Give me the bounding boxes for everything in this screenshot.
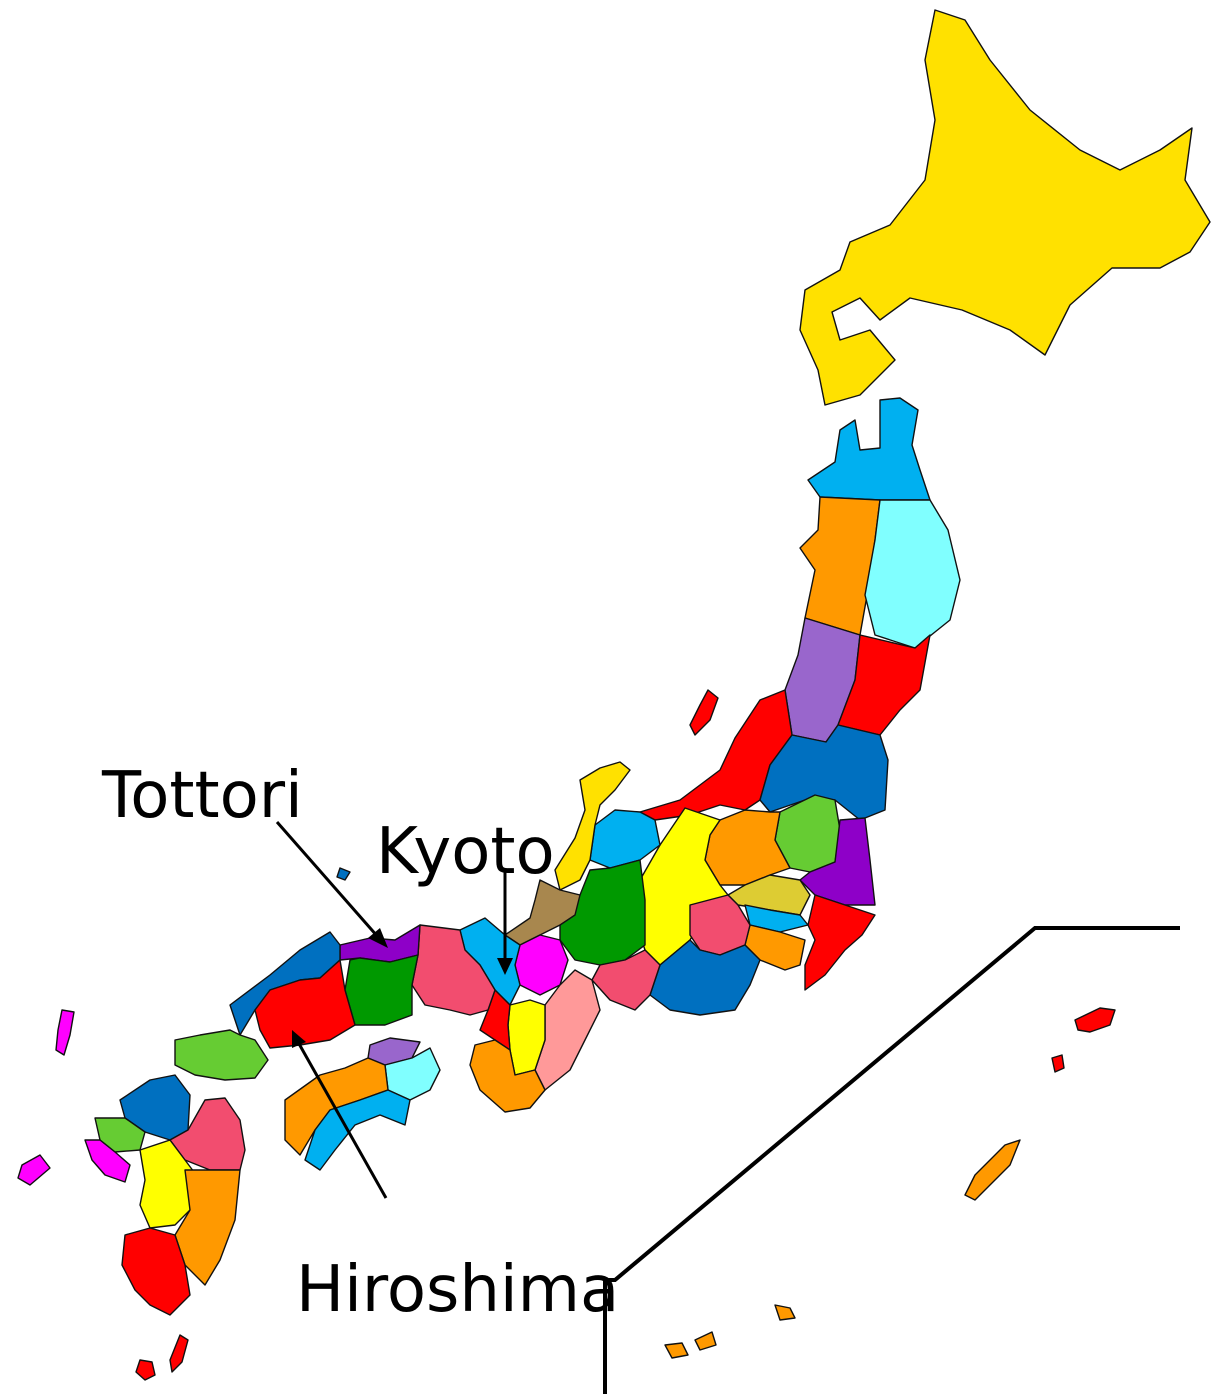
tottori-arrowhead bbox=[368, 928, 388, 948]
label-tottori: Tottori bbox=[102, 759, 303, 833]
nagasaki-region bbox=[84, 1139, 131, 1183]
label-kyoto: Kyoto bbox=[376, 815, 555, 889]
oki-island bbox=[336, 867, 351, 881]
hokkaido-region bbox=[799, 9, 1211, 406]
kumamoto-region bbox=[139, 1139, 201, 1229]
akita-region bbox=[799, 496, 881, 636]
tsushima-island bbox=[55, 1009, 75, 1056]
kochi-region bbox=[304, 1089, 411, 1171]
hiroshima-arrowhead bbox=[292, 1030, 306, 1048]
tokunoshima-island bbox=[1051, 1054, 1065, 1073]
yakushima-island bbox=[135, 1359, 156, 1381]
kagoshima-region bbox=[121, 1227, 191, 1316]
yaeyama-islands bbox=[664, 1331, 717, 1359]
shizuoka-region bbox=[649, 939, 761, 1016]
hiroshima-pointer-line bbox=[296, 1041, 388, 1199]
oita-region bbox=[169, 1097, 246, 1171]
miyagi-region bbox=[837, 634, 931, 736]
tottori-pointer-line bbox=[275, 821, 380, 938]
yamaguchi-region bbox=[174, 1029, 269, 1081]
inset-boundary-line bbox=[603, 926, 1180, 1394]
chiba-region bbox=[804, 894, 876, 991]
toyama-region bbox=[589, 809, 661, 869]
miyazaki-region bbox=[174, 1169, 241, 1286]
kyoto-arrowhead bbox=[497, 958, 513, 975]
miyako-islands bbox=[774, 1304, 796, 1321]
aichi-region bbox=[591, 949, 661, 1011]
goto-islands bbox=[17, 1154, 51, 1186]
ishikawa-region bbox=[554, 761, 631, 891]
sado-island bbox=[689, 689, 719, 736]
amami-islands bbox=[1074, 1007, 1116, 1033]
tanegashima-island bbox=[169, 1334, 189, 1373]
label-hiroshima: Hiroshima bbox=[296, 1253, 620, 1327]
wakayama-region bbox=[469, 1039, 546, 1113]
okinawa-island bbox=[964, 1139, 1021, 1201]
hiroshima-region bbox=[254, 959, 356, 1049]
aomori-region bbox=[807, 397, 931, 501]
okayama-region bbox=[344, 954, 419, 1026]
iwate-region bbox=[864, 499, 961, 649]
